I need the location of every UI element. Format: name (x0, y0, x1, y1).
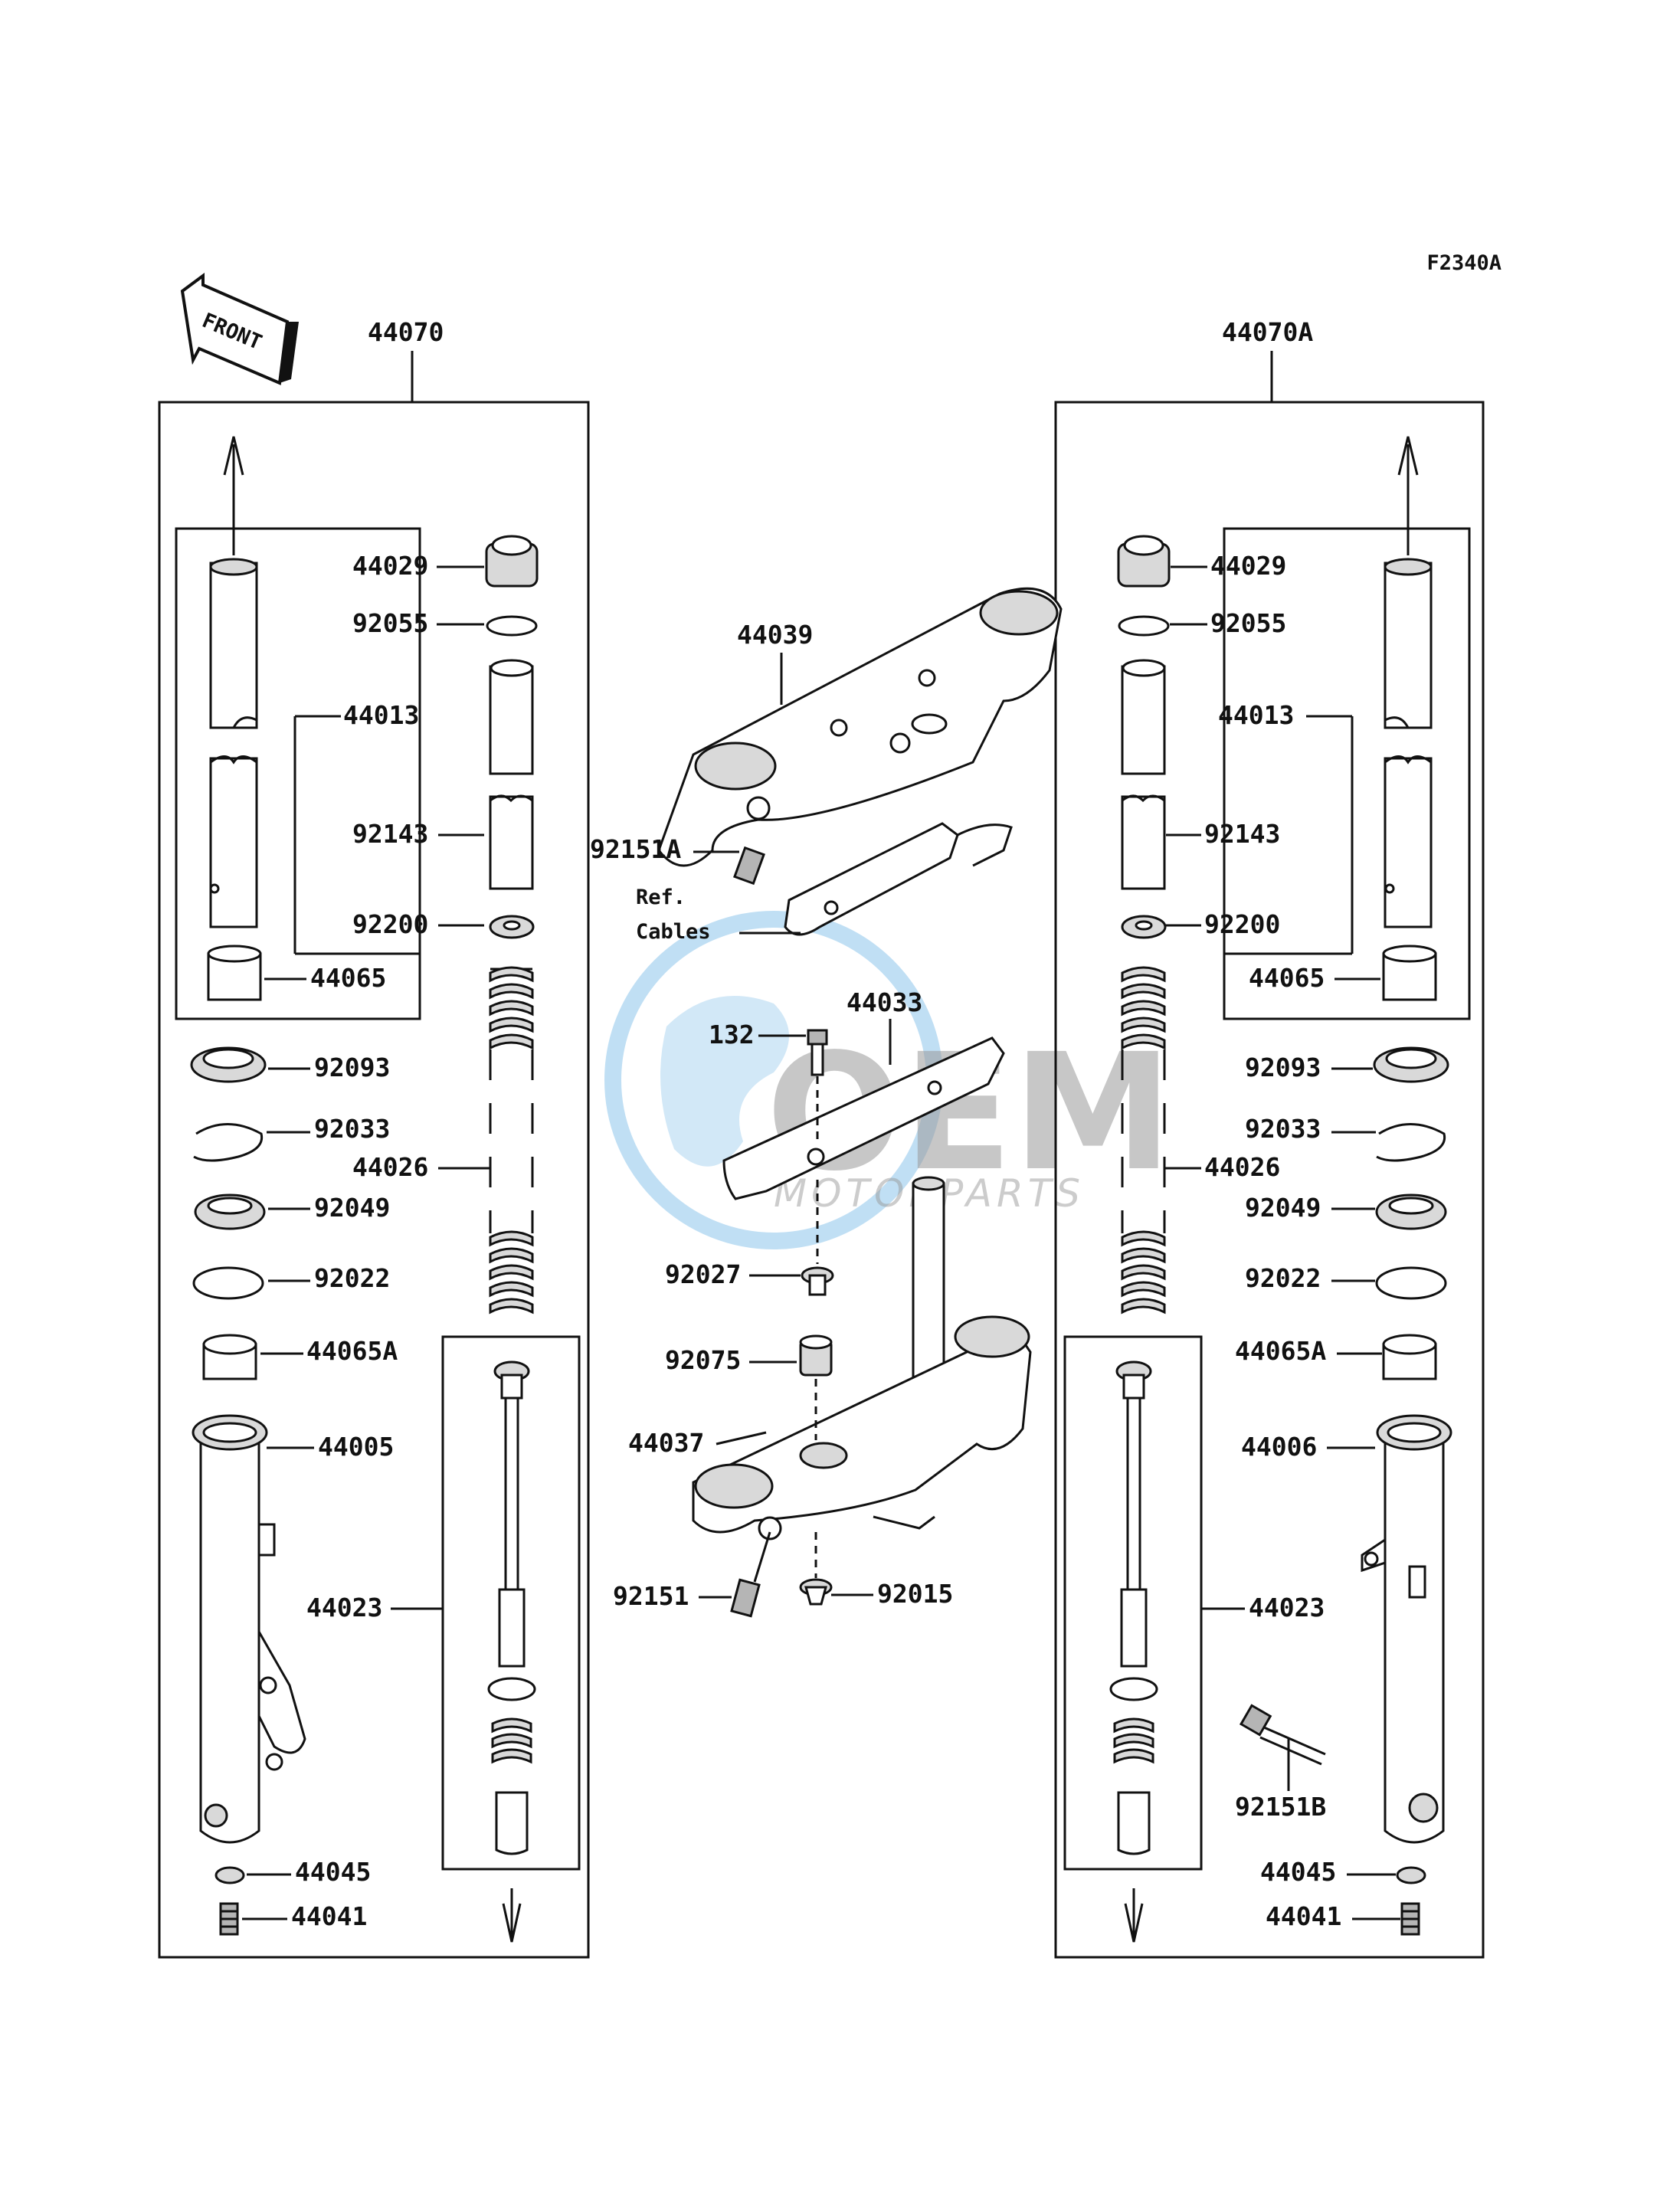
right-part-44029 (1117, 535, 1171, 588)
left-part-92143 (489, 659, 534, 890)
nut-92015 (799, 1578, 833, 1606)
left-label-44029: 44029 (352, 551, 428, 581)
left-label-92055: 92055 (352, 608, 428, 638)
label-44033: 44033 (847, 987, 922, 1017)
ref-label-line1: Ref. (636, 886, 686, 909)
left-outer-tube-44005 (192, 1414, 306, 1844)
right-label-44026: 44026 (1204, 1152, 1280, 1182)
right-label-44065A: 44065A (1235, 1336, 1326, 1366)
left-part-44029 (485, 535, 539, 588)
right-fork-assembly: 44070A (1054, 317, 1485, 1959)
right-label-44023: 44023 (1249, 1593, 1325, 1622)
cable-bracket (784, 822, 1013, 936)
part-92027 (801, 1266, 834, 1296)
left-part-92033 (193, 1123, 264, 1162)
right-damper-rod-44023 (1109, 1360, 1158, 1855)
bolt-132 (807, 1029, 828, 1076)
left-assembly-label: 44070 (368, 317, 444, 347)
left-inner-tube-upper (209, 558, 258, 729)
left-damper-rod-44023 (487, 1360, 536, 1855)
left-label-92022: 92022 (314, 1263, 390, 1293)
left-part-44045 (215, 1866, 245, 1884)
label-92151A: 92151A (590, 834, 681, 864)
right-part-92151B (1239, 1704, 1326, 1766)
left-label-44013: 44013 (343, 700, 419, 730)
left-label-92200: 92200 (352, 909, 428, 939)
left-part-92049 (194, 1193, 266, 1230)
right-label-92033: 92033 (1245, 1114, 1321, 1144)
label-92075: 92075 (665, 1345, 741, 1375)
right-label-92022: 92022 (1245, 1263, 1321, 1293)
left-label-44023: 44023 (306, 1593, 382, 1622)
right-label-44006: 44006 (1241, 1432, 1317, 1462)
left-inner-tube-lower (209, 755, 258, 928)
left-part-92200 (489, 915, 535, 939)
right-part-44065A (1382, 1334, 1437, 1380)
ref-label-line2: Cables (636, 920, 711, 944)
right-label-92143: 92143 (1204, 819, 1280, 849)
left-label-44041: 44041 (291, 1901, 367, 1931)
left-label-44005: 44005 (318, 1432, 394, 1462)
right-label-44045: 44045 (1260, 1857, 1336, 1887)
right-part-44065 (1382, 945, 1437, 1001)
left-label-44045: 44045 (295, 1857, 371, 1887)
right-assembly-label: 44070A (1222, 317, 1313, 347)
right-label-92049: 92049 (1245, 1193, 1321, 1223)
label-92151: 92151 (613, 1581, 689, 1611)
right-part-92049 (1375, 1193, 1447, 1230)
left-label-44065: 44065 (310, 963, 386, 993)
right-label-92093: 92093 (1245, 1053, 1321, 1082)
right-part-92200 (1121, 915, 1167, 939)
left-spring-44026 (489, 966, 534, 1315)
left-label-44026: 44026 (352, 1152, 428, 1182)
right-label-92200: 92200 (1204, 909, 1280, 939)
left-label-92093: 92093 (314, 1053, 390, 1082)
left-fork-assembly: 44070 (158, 317, 590, 1959)
right-inner-tube-upper (1384, 558, 1433, 729)
right-outer-tube-44006 (1361, 1414, 1452, 1844)
right-spring-44026 (1121, 966, 1166, 1315)
bolt-92151A (733, 846, 765, 886)
right-part-44045 (1396, 1866, 1426, 1884)
cover-44033 (722, 1036, 1005, 1200)
right-inner-tube-lower (1384, 755, 1433, 928)
left-part-92022 (192, 1266, 264, 1300)
left-part-44065 (207, 945, 262, 1001)
lower-bracket-44037 (692, 1176, 1032, 1541)
left-part-92055 (486, 615, 538, 637)
center-parts: 44039 92151A Ref. Cables 44033 13 (590, 587, 1063, 1618)
right-part-92143 (1121, 659, 1166, 890)
label-44039: 44039 (737, 620, 813, 650)
left-label-92143: 92143 (352, 819, 428, 849)
front-arrow-icon: FRONT (180, 273, 299, 385)
left-label-92033: 92033 (314, 1114, 390, 1144)
right-part-92022 (1375, 1266, 1447, 1300)
right-label-92151B: 92151B (1235, 1792, 1326, 1822)
left-label-92049: 92049 (314, 1193, 390, 1223)
right-label-44029: 44029 (1210, 551, 1286, 581)
bush-92075 (799, 1334, 833, 1377)
diagram-code: F2340A (1426, 251, 1502, 275)
bolt-92151 (730, 1578, 761, 1618)
right-part-44041 (1400, 1902, 1420, 1936)
right-label-92055: 92055 (1210, 608, 1286, 638)
label-92027: 92027 (665, 1259, 741, 1289)
label-92015: 92015 (877, 1579, 953, 1609)
left-part-44041 (219, 1902, 239, 1936)
watermark: OEM MOTORPARTS (604, 911, 1173, 1249)
left-label-44065A: 44065A (306, 1336, 398, 1366)
right-label-44065: 44065 (1249, 963, 1325, 993)
label-132: 132 (709, 1020, 755, 1049)
label-44037: 44037 (628, 1428, 704, 1458)
right-label-44041: 44041 (1266, 1901, 1341, 1931)
right-part-92033 (1376, 1123, 1446, 1162)
left-part-92093 (190, 1046, 267, 1083)
left-part-44065A (202, 1334, 257, 1380)
right-part-92055 (1118, 615, 1170, 637)
right-part-92093 (1373, 1046, 1449, 1083)
right-label-44013: 44013 (1218, 700, 1294, 730)
